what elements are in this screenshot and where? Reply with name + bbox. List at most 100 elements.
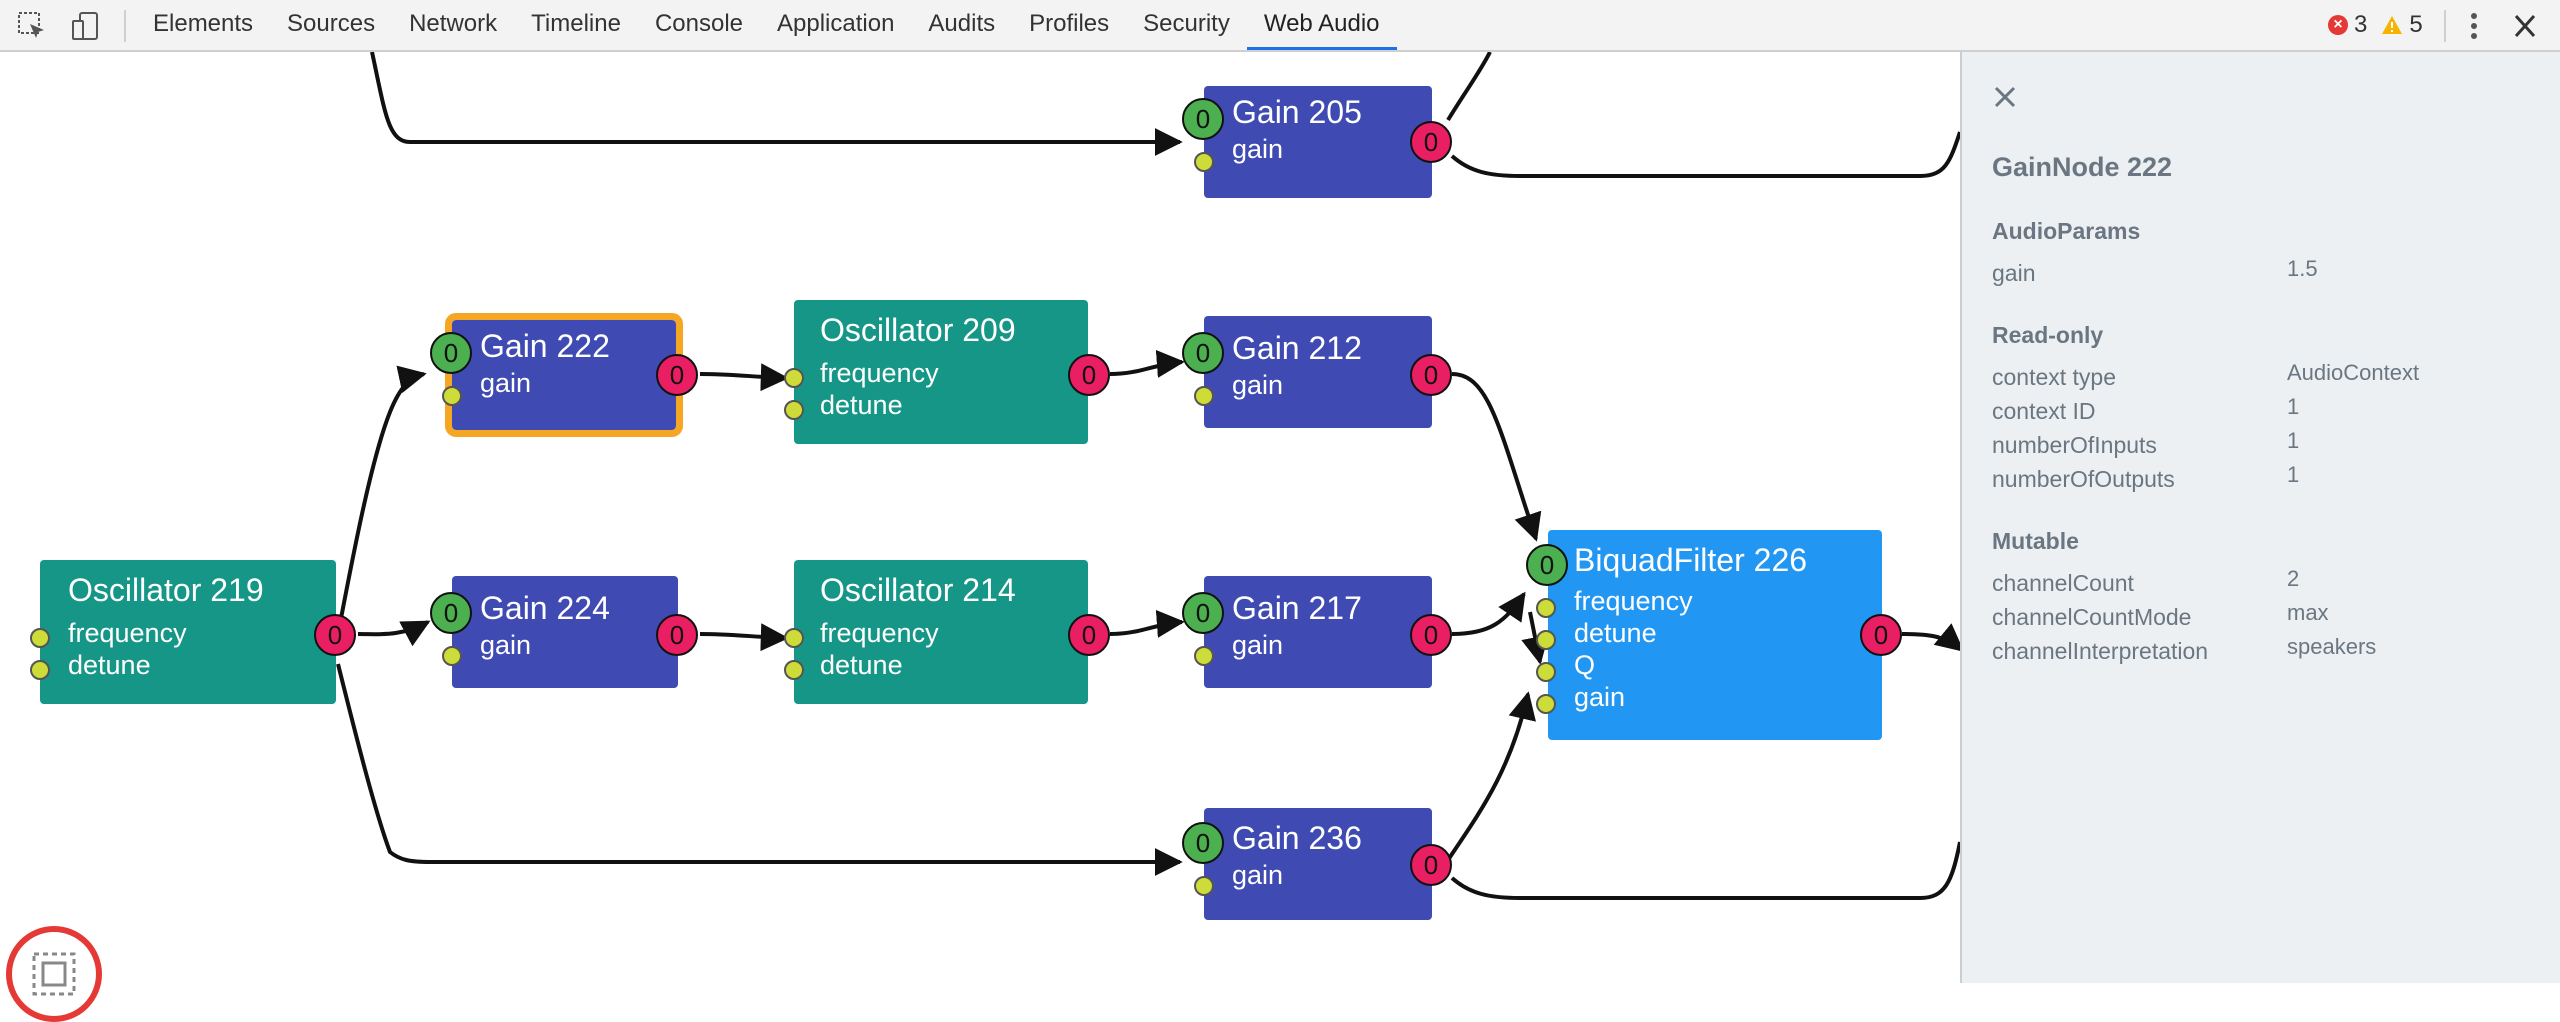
tab-sources[interactable]: Sources	[287, 10, 376, 37]
param-port-q[interactable]	[1536, 662, 1556, 682]
gain-node-222[interactable]: Gain 222 gain	[445, 313, 683, 437]
error-count: 3	[2354, 11, 2368, 38]
param-label-gain: gain	[480, 630, 532, 660]
tab-elements[interactable]: Elements	[153, 10, 254, 37]
node-title: Gain 222	[480, 328, 610, 364]
oscillator-node-214[interactable]: Oscillator 214 frequency detune	[794, 560, 1088, 704]
audio-graph-canvas[interactable]: Gain 205 gain 0 0 Gain 222 gain 0 0 Osci…	[0, 52, 1960, 1022]
property-key: numberOfInputs	[1992, 432, 2157, 458]
param-port-frequency[interactable]	[1536, 598, 1556, 618]
input-port[interactable]: 0	[430, 592, 472, 634]
param-label-detune: detune	[820, 650, 903, 680]
property-value: 1	[2287, 428, 2300, 453]
close-icon[interactable]	[1992, 84, 2018, 110]
gain-node-224[interactable]: Gain 224 gain	[452, 576, 678, 688]
output-port[interactable]: 0	[1410, 354, 1452, 396]
edge	[370, 52, 1183, 156]
devtools-toolbar: Elements Sources Network Timeline Consol…	[0, 0, 2560, 52]
fit-graph-button[interactable]	[6, 926, 102, 1022]
param-label-gain: gain	[1232, 370, 1284, 400]
input-port[interactable]: 0	[1526, 544, 1568, 586]
output-port[interactable]: 0	[1410, 844, 1452, 886]
param-port-frequency[interactable]	[784, 368, 804, 388]
output-port[interactable]: 0	[1410, 614, 1452, 656]
node-title: Gain 236	[1232, 820, 1362, 856]
oscillator-node-219[interactable]: Oscillator 219 frequency detune	[40, 560, 336, 704]
section-heading-read-only: Read-only	[1992, 322, 2104, 348]
biquad-filter-node-226[interactable]: BiquadFilter 226 frequency detune Q gain	[1548, 530, 1882, 740]
inspect-element-icon[interactable]	[16, 10, 48, 42]
tab-security[interactable]: Security	[1143, 10, 1230, 37]
node-title: Gain 217	[1232, 590, 1362, 626]
property-value: speakers	[2287, 634, 2377, 659]
property-key: channelInterpretation	[1992, 638, 2209, 664]
close-icon[interactable]	[2508, 10, 2542, 42]
output-port[interactable]: 0	[1410, 121, 1452, 163]
gain-node-205[interactable]: Gain 205 gain	[1204, 86, 1432, 198]
property-key: channelCount	[1992, 570, 2134, 596]
section-heading-audio-params: AudioParams	[1992, 218, 2141, 244]
edge	[1901, 623, 1960, 652]
warning-count: 5	[2409, 11, 2423, 38]
param-port-gain[interactable]	[1194, 386, 1214, 406]
node-title: BiquadFilter 226	[1574, 542, 1808, 578]
edge	[357, 620, 431, 647]
input-port[interactable]: 0	[1182, 592, 1224, 634]
param-port-gain[interactable]	[442, 646, 462, 666]
property-key: numberOfOutputs	[1992, 466, 2175, 492]
panel-tabs: Elements Sources Network Timeline Consol…	[136, 0, 1397, 50]
param-label-q: Q	[1574, 650, 1596, 680]
input-port[interactable]: 0	[1182, 98, 1224, 140]
param-label-gain: gain	[1232, 134, 1284, 164]
edge	[336, 663, 1183, 876]
param-port-detune[interactable]	[1536, 630, 1556, 650]
param-label-gain: gain	[1574, 682, 1626, 712]
node-title: Oscillator 219	[68, 572, 264, 608]
input-port[interactable]: 0	[430, 332, 472, 374]
output-port[interactable]: 0	[656, 614, 698, 656]
tab-application[interactable]: Application	[777, 10, 895, 37]
tab-profiles[interactable]: Profiles	[1029, 10, 1110, 37]
edge	[336, 365, 427, 635]
output-port[interactable]: 0	[1860, 614, 1902, 656]
param-label-gain: gain	[1232, 860, 1284, 890]
gain-node-236[interactable]: Gain 236 gain	[1204, 808, 1432, 920]
output-port[interactable]: 0	[314, 614, 356, 656]
output-port[interactable]: 0	[1068, 354, 1110, 396]
tab-web-audio[interactable]: Web Audio	[1246, 0, 1397, 50]
node-title: Gain 212	[1232, 330, 1362, 366]
tab-network[interactable]: Network	[409, 10, 498, 37]
param-port-gain[interactable]	[1194, 876, 1214, 896]
param-port-detune[interactable]	[784, 400, 804, 420]
gain-node-217[interactable]: Gain 217 gain	[1204, 576, 1432, 688]
device-toolbar-icon[interactable]	[70, 10, 102, 42]
edge	[1446, 691, 1536, 862]
param-port-gain[interactable]	[1194, 152, 1214, 172]
more-options-icon[interactable]	[2462, 8, 2486, 44]
warning-icon	[2382, 16, 2403, 34]
edge	[1450, 841, 1960, 900]
edge	[1109, 609, 1185, 638]
gain-node-212[interactable]: Gain 212 gain	[1204, 316, 1432, 428]
property-value: max	[2287, 600, 2329, 625]
oscillator-node-209[interactable]: Oscillator 209 frequency detune	[794, 300, 1088, 444]
param-port-detune[interactable]	[30, 660, 50, 680]
param-port-gain[interactable]	[1194, 646, 1214, 666]
param-port-frequency[interactable]	[30, 628, 50, 648]
output-port[interactable]: 0	[1068, 614, 1110, 656]
param-port-gain[interactable]	[442, 386, 462, 406]
tab-console[interactable]: Console	[654, 10, 743, 37]
param-port-gain[interactable]	[1536, 694, 1556, 714]
tab-audits[interactable]: Audits	[928, 10, 996, 37]
input-port[interactable]: 0	[1182, 332, 1224, 374]
property-key: context type	[1992, 364, 2117, 390]
param-label-frequency: frequency	[820, 618, 939, 648]
output-port[interactable]: 0	[656, 354, 698, 396]
param-port-detune[interactable]	[784, 660, 804, 680]
issues-counter[interactable]: × 3 5	[2328, 0, 2423, 50]
param-port-frequency[interactable]	[784, 628, 804, 648]
tab-timeline[interactable]: Timeline	[531, 10, 621, 37]
property-value: 1.5	[2287, 256, 2318, 281]
param-label-frequency: frequency	[820, 358, 939, 388]
input-port[interactable]: 0	[1182, 822, 1224, 864]
